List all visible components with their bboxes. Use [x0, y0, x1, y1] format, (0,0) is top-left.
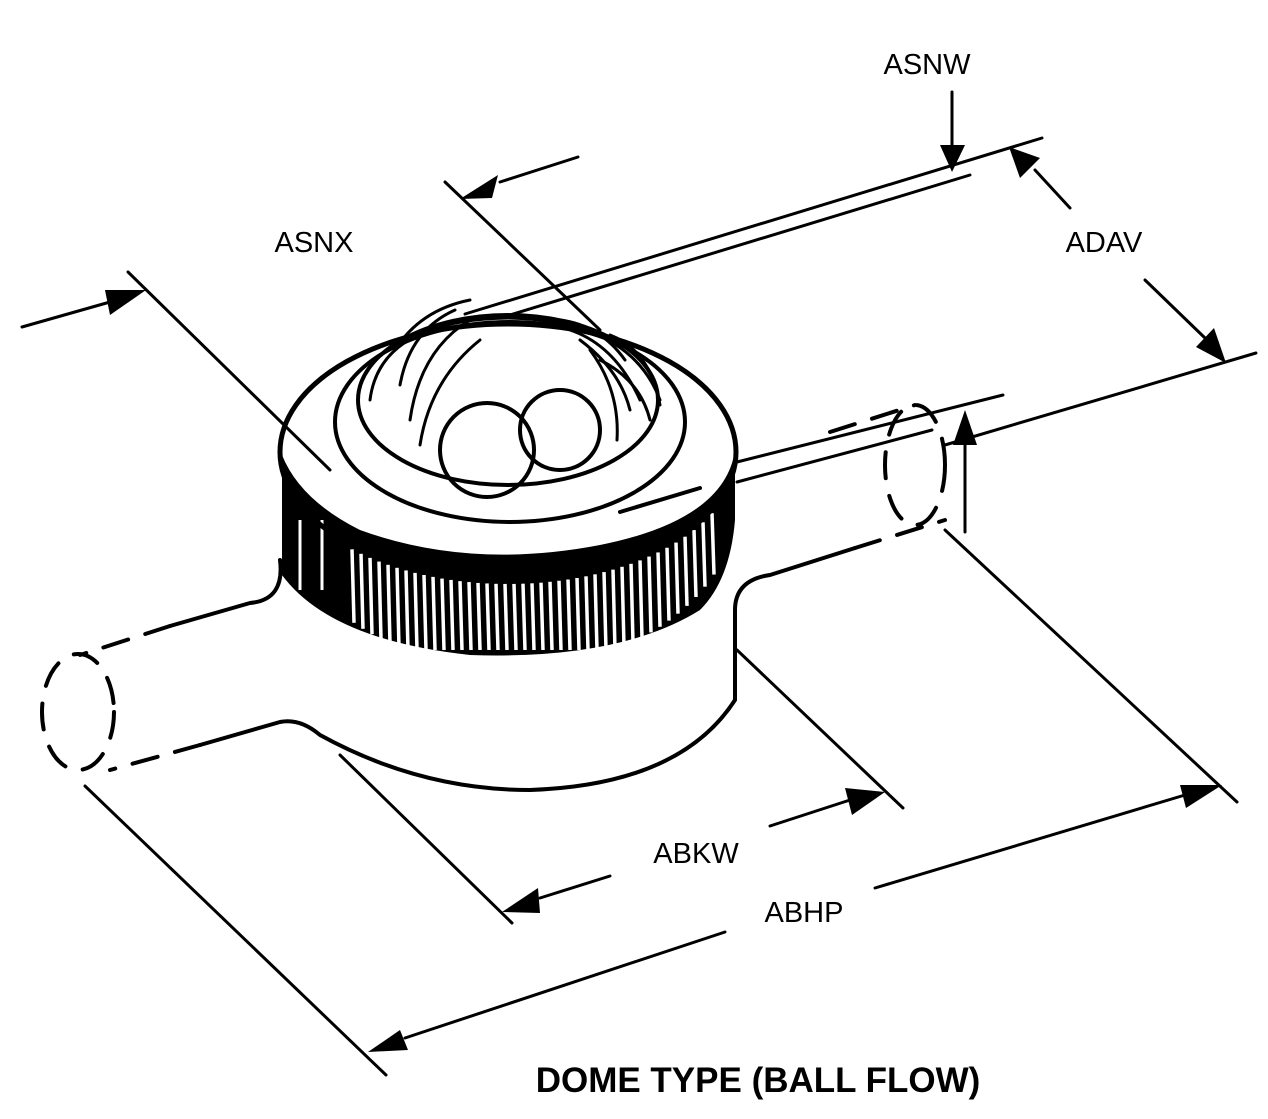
knurl-ridge [458, 581, 464, 651]
knurl-ridge [620, 566, 626, 647]
ring-top-inner [333, 320, 687, 524]
label-adav: ADAV [1066, 227, 1143, 259]
knurl-ridge [431, 576, 437, 651]
knurl-ridge [422, 574, 428, 651]
knurl-ridge [359, 553, 365, 629]
arrow-adav-side [953, 410, 977, 445]
knurl-ridge [440, 578, 446, 651]
knurl-ridge [665, 547, 671, 621]
knurl-ridge [683, 536, 689, 606]
knurl-ridge [413, 572, 419, 651]
arrow-abhp-left [368, 1030, 408, 1052]
knurl-ridge [692, 529, 698, 598]
knurl-ridges [298, 513, 716, 651]
knurl-ridge [602, 572, 608, 651]
knurl-ridge [395, 567, 401, 648]
knurl-ridge [485, 583, 491, 651]
knurl-ridge [611, 569, 617, 650]
dimension-abhp: ABHP [83, 528, 1239, 1077]
knurl-ridge [350, 549, 356, 623]
knurl-ridge [701, 522, 707, 587]
knurl-ridge [512, 583, 518, 651]
arrow-asnx-top [460, 175, 498, 199]
knurl-ridge [557, 580, 563, 651]
knurl-ridge [539, 582, 545, 651]
knurl-ridge [467, 582, 473, 651]
arrow-abkw-right [845, 788, 885, 815]
ball-highlight-front [438, 401, 536, 499]
label-asnw: ASNW [884, 49, 972, 81]
arrow-adav-bottom [1196, 328, 1226, 363]
left-tab-end [40, 652, 116, 772]
knurl-ridge [638, 560, 644, 638]
knurl-ridge [494, 583, 500, 651]
ring-top-outer [277, 321, 739, 583]
arrow-abhp-right [1180, 785, 1222, 808]
label-abkw: ABKW [653, 838, 739, 870]
dimension-asnx: ASNX [20, 155, 602, 472]
knurl-ridge [476, 582, 482, 651]
knurl-ridge [647, 556, 653, 633]
knurl-ridge [710, 513, 716, 575]
knurl-ridge [584, 576, 590, 651]
ring-top [277, 320, 739, 583]
knurl-ridge [521, 583, 527, 651]
knurl-ridge [629, 563, 635, 643]
ball-highlight-rear [518, 388, 602, 472]
diagram-caption: DOME TYPE (BALL FLOW) [536, 1061, 981, 1100]
dimension-asnw: ASNW [463, 49, 1044, 320]
arrow-adav-top [1009, 147, 1040, 178]
knurl-ridge [548, 581, 554, 651]
knurl-ridge [449, 579, 455, 651]
knurled-ring [282, 450, 735, 656]
knurl-ridge [377, 561, 383, 640]
knurl-ridge [386, 564, 392, 644]
arrow-asnw [940, 145, 965, 172]
arrow-asnx-left [105, 290, 146, 315]
label-abhp: ABHP [765, 897, 844, 929]
knurl-ridge [575, 577, 581, 651]
knurl-ridge [656, 552, 662, 627]
knurl-ridge [674, 542, 680, 614]
knurl-ridge [404, 570, 410, 651]
dome [356, 298, 662, 499]
right-tab-end [883, 403, 947, 527]
dimension-adav: ADAV [735, 147, 1258, 534]
knurl-ridge [566, 579, 572, 651]
base-flange [40, 403, 947, 792]
label-asnx: ASNX [275, 227, 354, 259]
arrow-abkw-left [502, 888, 540, 913]
dimension-abkw: ABKW [338, 648, 905, 925]
knurl-ridge [368, 557, 374, 635]
knurl-ridge [503, 583, 509, 651]
knurl-ridge [593, 574, 599, 651]
knurl-ridge [530, 583, 536, 651]
